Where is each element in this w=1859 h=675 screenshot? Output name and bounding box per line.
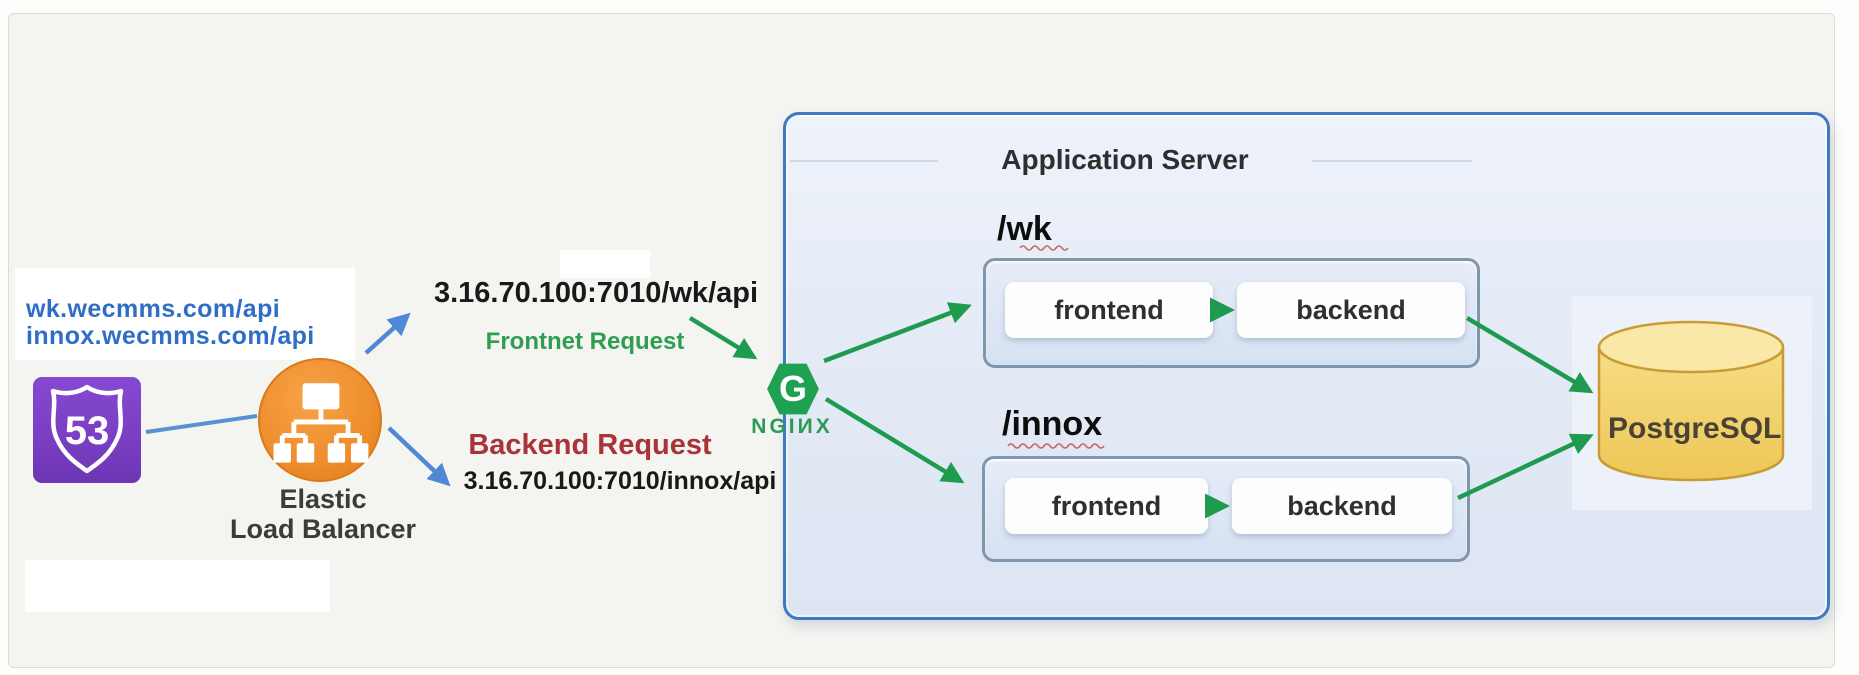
elb-label-line1: Elastic [279,484,367,514]
route53-badge-text: 53 [65,409,110,453]
elb-tree-glyph-icon [273,383,369,463]
postgres-label: PostgreSQL [1608,412,1782,445]
backend-request-label: Backend Request [468,429,712,461]
white-patch [25,560,330,612]
white-patch [560,250,650,278]
title-divider-left [790,160,938,162]
white-patch [15,268,355,360]
innox-frontend-node: frontend [1005,478,1208,534]
app-server-title: Application Server [1001,144,1249,175]
nginx-logo-icon: G [767,363,819,415]
service-innox-label: /innox [1002,405,1103,443]
backend-ip: 3.16.70.100:7010/innox/api [463,467,777,495]
dns-url-wk: wk.wecmms.com/api [26,295,281,323]
elb-label: Elastic Load Balancer [208,484,438,544]
service-wk-label: /wk [997,210,1052,248]
dns-url-innox: innox.wecmms.com/api [26,322,315,350]
postgres-backdrop [1572,296,1812,510]
title-divider-right [1312,160,1472,162]
innox-backend-node: backend [1232,478,1452,534]
frontnet-request-label: Frontnet Request [485,328,685,355]
frontnet-ip: 3.16.70.100:7010/wk/api [433,277,759,309]
route53-icon: 53 [33,377,141,483]
wk-frontend-node: frontend [1005,282,1213,338]
nginx-wordmark: NGIИX [751,415,833,438]
elb-label-line2: Load Balancer [229,514,417,544]
route53-shield-icon: 53 [50,384,124,474]
elb-icon [258,358,382,482]
dns-urls: wk.wecmms.com/api innox.wecmms.com/api [26,296,315,350]
wk-backend-node: backend [1237,282,1465,338]
